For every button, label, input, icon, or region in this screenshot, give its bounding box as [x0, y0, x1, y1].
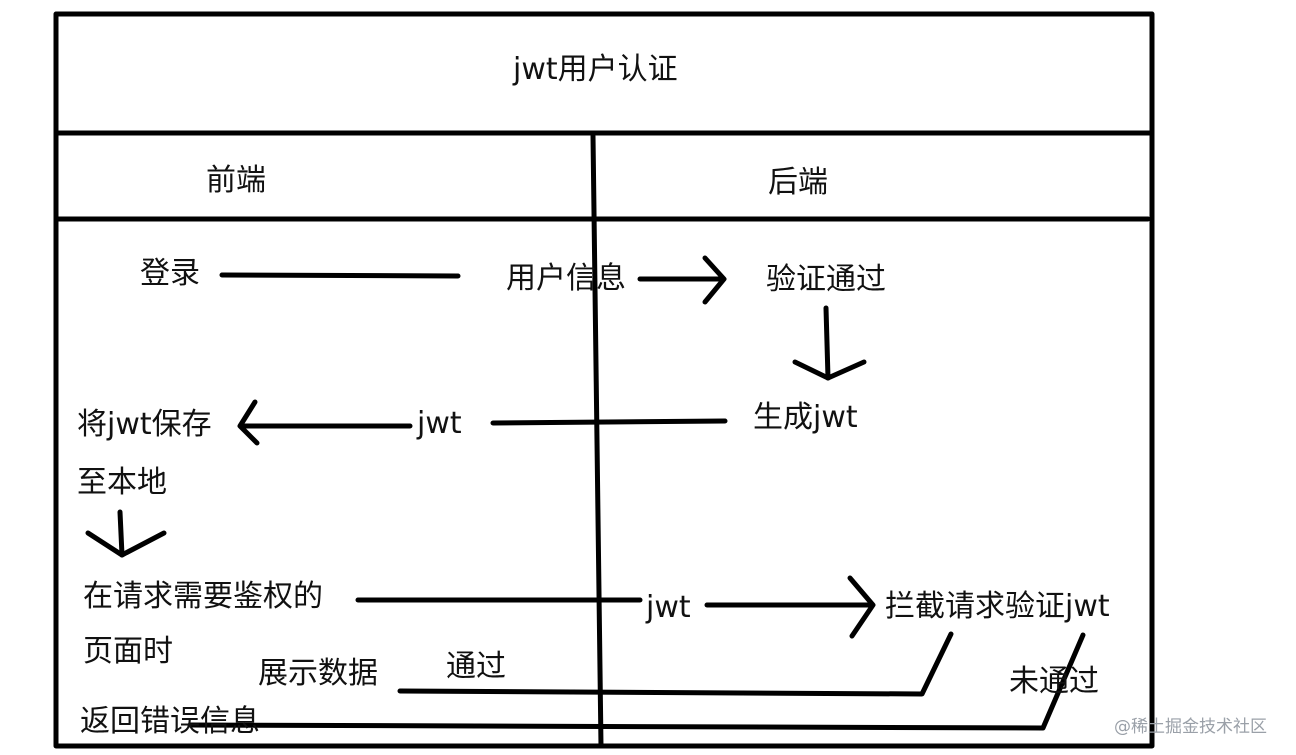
node-show-data: 展示数据 [258, 656, 378, 691]
outer-frame [53, 11, 1155, 749]
diagram-title: jwt用户认证 [513, 52, 678, 87]
generate-to-jwt-connector [490, 418, 728, 426]
arrow-head-down-icon-2 [85, 530, 167, 558]
column-divider [590, 133, 604, 749]
node-verify-pass: 验证通过 [766, 262, 886, 297]
frontend-column-header: 前端 [206, 163, 266, 198]
login-connector [219, 272, 461, 279]
node-save-jwt-line2: 至本地 [77, 465, 167, 500]
node-intercept: 拦截请求验证jwt [885, 589, 1110, 624]
arrow-head-left-icon [237, 399, 260, 446]
node-request-line1: 在请求需要鉴权的 [83, 579, 323, 614]
node-login: 登录 [140, 256, 200, 291]
node-save-jwt-line1: 将jwt保存 [77, 407, 212, 442]
node-return-error: 返回错误信息 [80, 704, 260, 739]
label-passed: 通过 [446, 649, 506, 684]
backend-column-header: 后端 [768, 165, 828, 200]
passed-connector [397, 631, 954, 697]
arrow-head-down-icon [792, 359, 867, 381]
node-request-line2: 页面时 [83, 634, 173, 669]
save-to-request-arrow [117, 509, 125, 558]
label-jwt-return: jwt [417, 406, 462, 441]
watermark: @稀土掘金技术社区 [1114, 717, 1267, 737]
not-passed-connector [187, 632, 1086, 731]
node-generate-jwt: 生成jwt [753, 400, 858, 435]
label-jwt-send: jwt [646, 590, 691, 625]
verify-to-generate-arrow [823, 305, 831, 381]
label-not-passed: 未通过 [1009, 664, 1099, 699]
arrow-head-right-icon [702, 255, 727, 305]
node-user-info: 用户信息 [506, 261, 626, 296]
arrow-head-right-icon-2 [847, 575, 876, 639]
